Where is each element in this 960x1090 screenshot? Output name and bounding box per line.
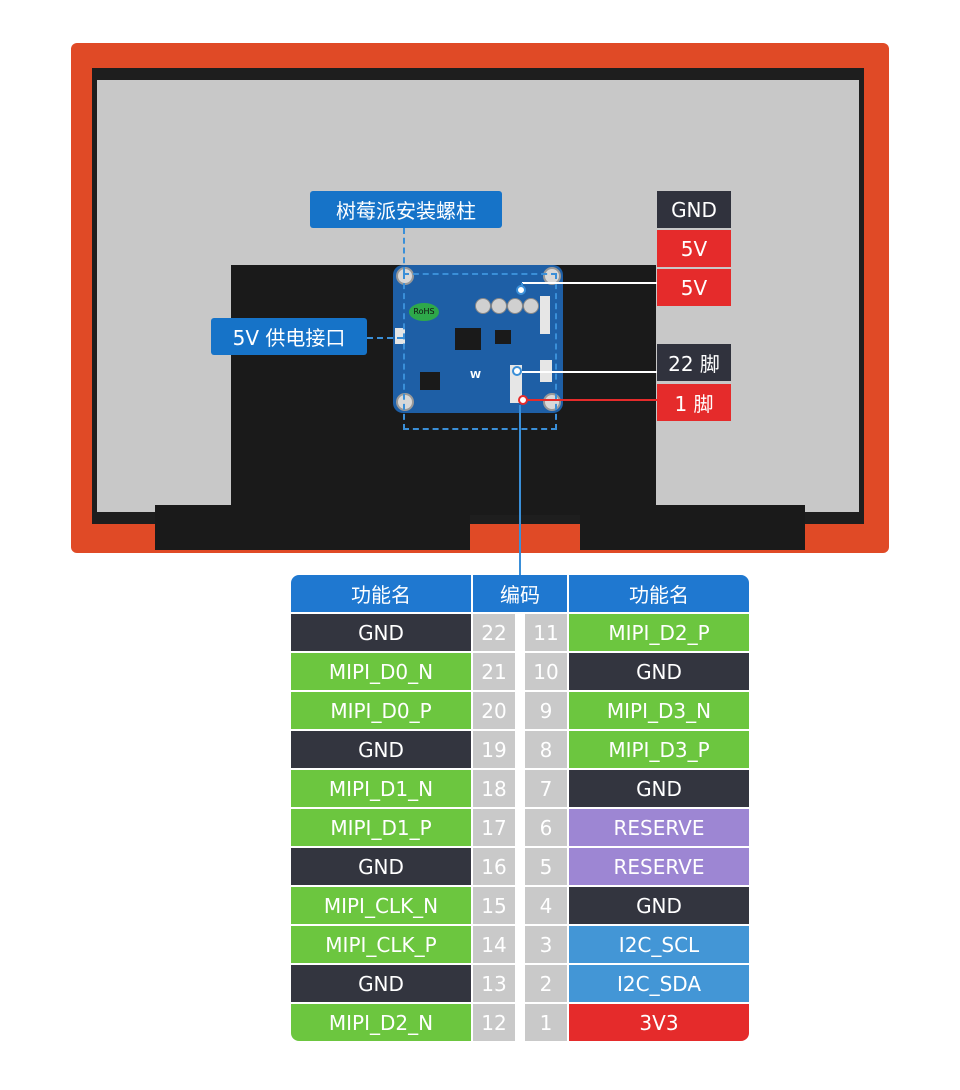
fpc-connector-top bbox=[540, 296, 550, 334]
rohs-mark: RoHS bbox=[409, 303, 439, 321]
left-function-cell: MIPI_D1_P bbox=[291, 809, 471, 846]
left-pin-number: 19 bbox=[473, 731, 515, 768]
right-pin-number: 11 bbox=[525, 614, 567, 651]
mount-leader bbox=[403, 228, 405, 273]
capacitor-4 bbox=[523, 298, 539, 314]
right-pin-number: 5 bbox=[525, 848, 567, 885]
left-function-cell: MIPI_D0_N bbox=[291, 653, 471, 690]
right-pin-number: 6 bbox=[525, 809, 567, 846]
right-function-cell: GND bbox=[569, 887, 749, 924]
waveshare-logo-icon: W bbox=[470, 370, 482, 381]
left-pin-number: 22 bbox=[473, 614, 515, 651]
left-function-cell: MIPI_D2_N bbox=[291, 1004, 471, 1041]
right-function-cell: 3V3 bbox=[569, 1004, 749, 1041]
capacitor-1 bbox=[475, 298, 491, 314]
right-pin-number: 3 bbox=[525, 926, 567, 963]
left-pin-number: 13 bbox=[473, 965, 515, 1002]
capacitor-2 bbox=[491, 298, 507, 314]
mount-post-label: 树莓派安装螺柱 bbox=[310, 191, 502, 228]
right-function-cell: I2C_SCL bbox=[569, 926, 749, 963]
left-pin-number: 17 bbox=[473, 809, 515, 846]
connector-to-table-line bbox=[519, 405, 521, 575]
capacitor-3 bbox=[507, 298, 523, 314]
right-function-cell: MIPI_D3_N bbox=[569, 692, 749, 729]
power-port-label: 5V 供电接口 bbox=[211, 318, 367, 355]
left-function-cell: MIPI_CLK_P bbox=[291, 926, 471, 963]
right-pin-number: 7 bbox=[525, 770, 567, 807]
gnd-5v-leader bbox=[522, 282, 657, 284]
pin22-label: 22 脚 bbox=[657, 344, 731, 381]
left-pin-number: 21 bbox=[473, 653, 515, 690]
header-right-function: 功能名 bbox=[569, 575, 749, 612]
power-leader bbox=[367, 337, 403, 339]
left-function-cell: MIPI_CLK_N bbox=[291, 887, 471, 924]
right-function-cell: RESERVE bbox=[569, 809, 749, 846]
right-function-cell: MIPI_D2_P bbox=[569, 614, 749, 651]
pin1-label: 1 脚 bbox=[657, 384, 731, 421]
panel-bottom-tab-left bbox=[155, 505, 380, 550]
left-function-cell: GND bbox=[291, 965, 471, 1002]
left-function-cell: GND bbox=[291, 614, 471, 651]
mount-outline bbox=[403, 273, 557, 430]
left-pin-number: 20 bbox=[473, 692, 515, 729]
left-pin-number: 15 bbox=[473, 887, 515, 924]
mount-hole-tl bbox=[396, 267, 414, 285]
right-pin-number: 9 bbox=[525, 692, 567, 729]
header-left-function: 功能名 bbox=[291, 575, 471, 612]
right-pin-number: 4 bbox=[525, 887, 567, 924]
right-pin-number: 8 bbox=[525, 731, 567, 768]
right-pin-number: 2 bbox=[525, 965, 567, 1002]
5v-pin-label-2: 5V bbox=[657, 269, 731, 306]
main-chip bbox=[455, 328, 481, 350]
5v-pin-label-1: 5V bbox=[657, 230, 731, 267]
right-pin-number: 1 bbox=[525, 1004, 567, 1041]
power-pad-leader bbox=[521, 283, 523, 287]
left-pin-number: 16 bbox=[473, 848, 515, 885]
pin22-leader bbox=[518, 371, 657, 373]
right-function-cell: GND bbox=[569, 770, 749, 807]
right-pin-number: 10 bbox=[525, 653, 567, 690]
panel-bottom-tab-right bbox=[580, 505, 805, 550]
header-code: 编码 bbox=[473, 575, 567, 612]
right-function-cell: RESERVE bbox=[569, 848, 749, 885]
chip-small-1 bbox=[495, 330, 511, 344]
right-function-cell: I2C_SDA bbox=[569, 965, 749, 1002]
left-pin-number: 14 bbox=[473, 926, 515, 963]
gnd-pin-label: GND bbox=[657, 191, 731, 228]
right-function-cell: MIPI_D3_P bbox=[569, 731, 749, 768]
chip-small-2 bbox=[420, 372, 440, 390]
left-function-cell: GND bbox=[291, 731, 471, 768]
left-pin-number: 12 bbox=[473, 1004, 515, 1041]
panel-bottom-tab-center bbox=[380, 505, 470, 550]
left-function-cell: MIPI_D0_P bbox=[291, 692, 471, 729]
pin1-leader bbox=[524, 399, 657, 401]
left-function-cell: GND bbox=[291, 848, 471, 885]
pin1-dot bbox=[518, 395, 528, 405]
right-function-cell: GND bbox=[569, 653, 749, 690]
left-function-cell: MIPI_D1_N bbox=[291, 770, 471, 807]
pin22-dot bbox=[512, 366, 522, 376]
usb-power-port bbox=[395, 328, 405, 344]
left-pin-number: 18 bbox=[473, 770, 515, 807]
mount-hole-bl bbox=[396, 393, 414, 411]
